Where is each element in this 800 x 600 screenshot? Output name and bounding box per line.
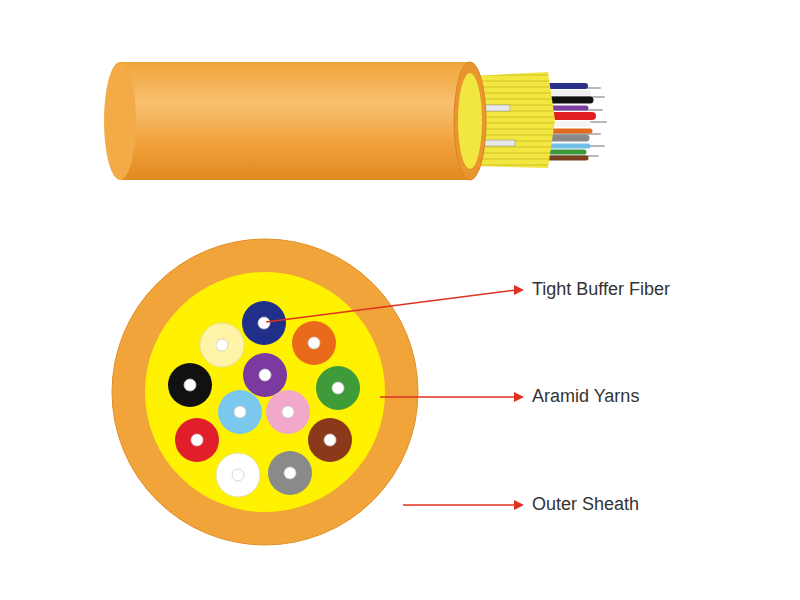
tight-buffer-fiber <box>242 301 286 345</box>
cable-cross-section <box>112 239 418 545</box>
tight-buffer-fiber <box>308 418 352 462</box>
tight-buffer-fiber <box>292 321 336 365</box>
leader-lines <box>266 285 524 510</box>
tight-buffer-fiber <box>168 363 212 407</box>
part-label: Aramid Yarns <box>532 386 639 408</box>
cable-side-view <box>104 62 606 180</box>
tight-buffer-fiber <box>175 418 219 462</box>
part-label: Tight Buffer Fiber <box>532 279 670 301</box>
tight-buffer-fiber <box>200 323 244 367</box>
part-label: Outer Sheath <box>532 494 639 516</box>
tight-buffer-fiber <box>216 453 260 497</box>
tight-buffer-fiber <box>243 353 287 397</box>
tight-buffer-fiber <box>218 390 262 434</box>
tight-buffer-fiber <box>316 366 360 410</box>
tight-buffer-fiber <box>266 390 310 434</box>
tight-buffer-fiber <box>268 451 312 495</box>
